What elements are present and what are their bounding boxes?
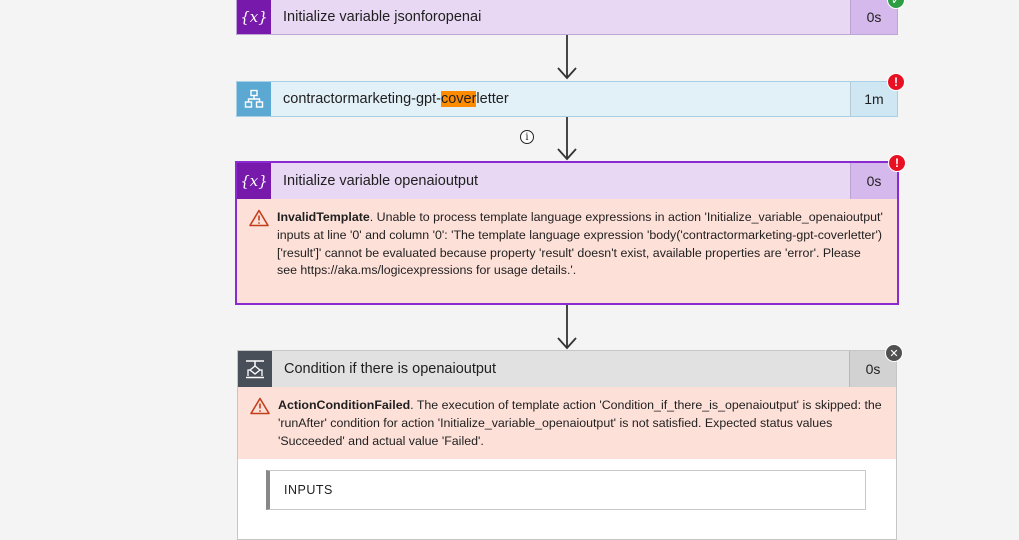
connector-arrow [557,117,577,161]
error-message-panel: InvalidTemplate. Unable to process templ… [237,199,897,303]
step-title: Condition if there is openaioutput [284,361,497,377]
step-condition-openaioutput[interactable]: Condition if there is openaioutput 0s Ac… [237,344,903,540]
warning-icon [250,397,270,415]
error-status-icon: ! [888,154,906,172]
workflow-icon [237,82,271,116]
step-initialize-jsonforopenai[interactable]: {x} Initialize variable jsonforopenai 0s… [236,0,905,35]
error-text: . Unable to process template language ex… [277,210,883,278]
search-highlight: cover [440,91,477,107]
condition-icon [238,351,272,387]
skipped-status-icon: ✕ [885,344,903,362]
variable-icon: {x} [237,0,271,34]
error-text: . The execution of template action 'Cond… [278,398,882,448]
step-title-part: letter [476,91,509,107]
step-title-part: contractormarketing-gpt- [283,91,441,107]
inputs-section[interactable]: INPUTS [266,470,866,510]
step-duration: 0s [850,163,897,199]
error-status-icon: ! [887,73,905,91]
error-message-panel: ActionConditionFailed. The execution of … [238,387,896,459]
error-code: ActionConditionFailed [278,398,411,412]
step-title: Initialize variable jsonforopenai [283,8,482,25]
warning-icon [249,209,269,227]
step-title: Initialize variable openaioutput [283,173,479,189]
connector-arrow [557,305,577,350]
inputs-label: INPUTS [284,483,333,497]
connector-arrow [557,35,577,80]
info-icon[interactable]: i [520,130,534,144]
step-initialize-openaioutput[interactable]: {x} Initialize variable openaioutput 0s … [235,154,906,305]
error-code: InvalidTemplate [277,210,370,224]
variable-icon: {x} [237,163,271,199]
